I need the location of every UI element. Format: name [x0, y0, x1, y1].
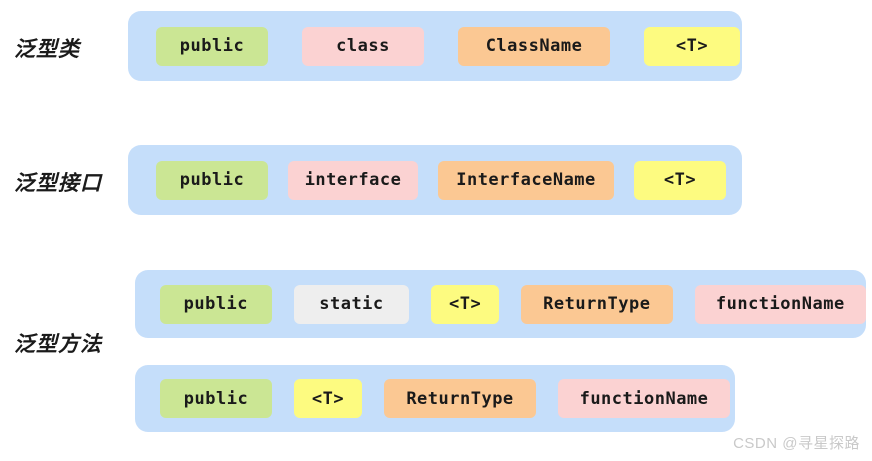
syntax-token-chip: static	[293, 284, 410, 324]
syntax-token-chip: public	[160, 284, 272, 324]
row-label-3: 泛型方法	[14, 332, 102, 356]
syntax-band-3-1: public static <T> ReturnType functionName	[135, 270, 866, 338]
syntax-token-chip: InterfaceName	[438, 160, 614, 200]
syntax-token-chip: <T>	[294, 379, 362, 418]
syntax-band-3-2: public <T> ReturnType functionName	[135, 365, 735, 432]
syntax-token-chip: <T>	[634, 160, 726, 200]
syntax-token-chip: <T>	[431, 284, 500, 324]
syntax-token-chip: ClassName	[458, 26, 610, 66]
row-label-1: 泛型类	[14, 37, 80, 61]
row-label-2: 泛型接口	[14, 171, 102, 195]
syntax-token-chip: public	[156, 26, 268, 66]
syntax-token-chip: functionName	[694, 284, 866, 324]
syntax-token-chip: ReturnType	[521, 284, 673, 324]
syntax-band-2-1: public interface InterfaceName <T>	[128, 145, 742, 215]
csdn-watermark: CSDN @寻星探路	[733, 435, 860, 452]
syntax-token-chip: <T>	[644, 26, 740, 66]
syntax-token-chip: public	[160, 379, 272, 418]
syntax-token-chip: ReturnType	[384, 379, 536, 418]
syntax-band-1-1: public class ClassName <T>	[128, 11, 742, 81]
syntax-token-chip: class	[302, 26, 424, 66]
syntax-token-chip: public	[156, 160, 268, 200]
syntax-token-chip: functionName	[558, 379, 730, 418]
syntax-token-chip: interface	[288, 160, 418, 200]
